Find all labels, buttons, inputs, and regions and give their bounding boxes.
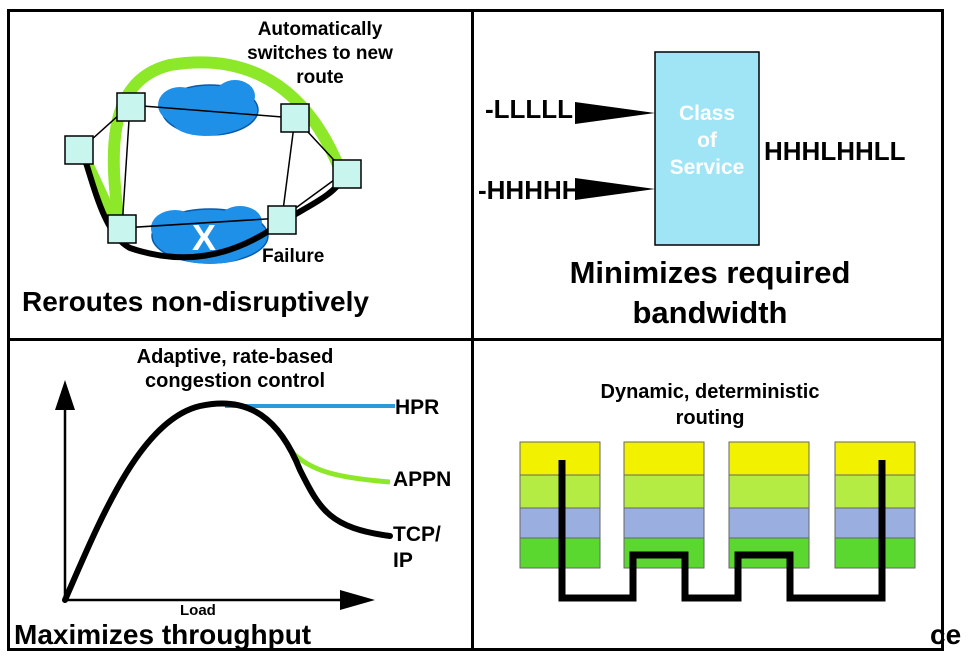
x-axis-label: Load [180,602,216,619]
panel-routing [471,338,944,651]
new-route-line [107,56,346,234]
reroute-network [64,56,362,264]
stack-2 [623,441,705,569]
series-label-tcpip: TCP/ IP [393,523,441,572]
throughput-caption: Adaptive, rate-based congestion control [136,346,334,392]
input-arrow-top [575,102,655,124]
bandwidth-title: Minimizes required bandwidth [569,255,851,330]
reroute-caption: Automatically switches to new route [247,19,393,88]
input-label-high: -HHHHH [478,175,581,205]
routing-title-fragment: ce [930,619,962,650]
tcpip-line [62,400,393,603]
input-arrow-bottom [575,178,655,200]
cos-box-label: Class of Service [669,102,745,179]
failure-label: Failure [262,246,325,267]
stack-3 [728,441,810,569]
x-axis-arrow [340,590,375,610]
stack-4 [834,441,916,569]
network-nodes [64,92,362,244]
routing-path [558,460,886,602]
series-label-hpr: HPR [395,396,440,419]
y-axis-arrow [55,380,75,410]
class-of-service-box [654,51,760,246]
cos-diagram [575,51,760,246]
failed-route-line [79,147,348,261]
cloud-upper [158,80,259,136]
throughput-chart [55,380,395,610]
routing-caption: Dynamic, deterministic routing [600,381,820,429]
throughput-title: Maximizes throughput [14,619,312,650]
routing-stacks [519,441,916,602]
input-label-low: -LLLLL [485,94,574,124]
reroute-title: Reroutes non-disruptively [22,286,369,317]
output-label: HHHLHHLL [764,136,906,166]
series-label-appn: APPN [393,468,452,491]
failure-mark: X [192,217,217,258]
